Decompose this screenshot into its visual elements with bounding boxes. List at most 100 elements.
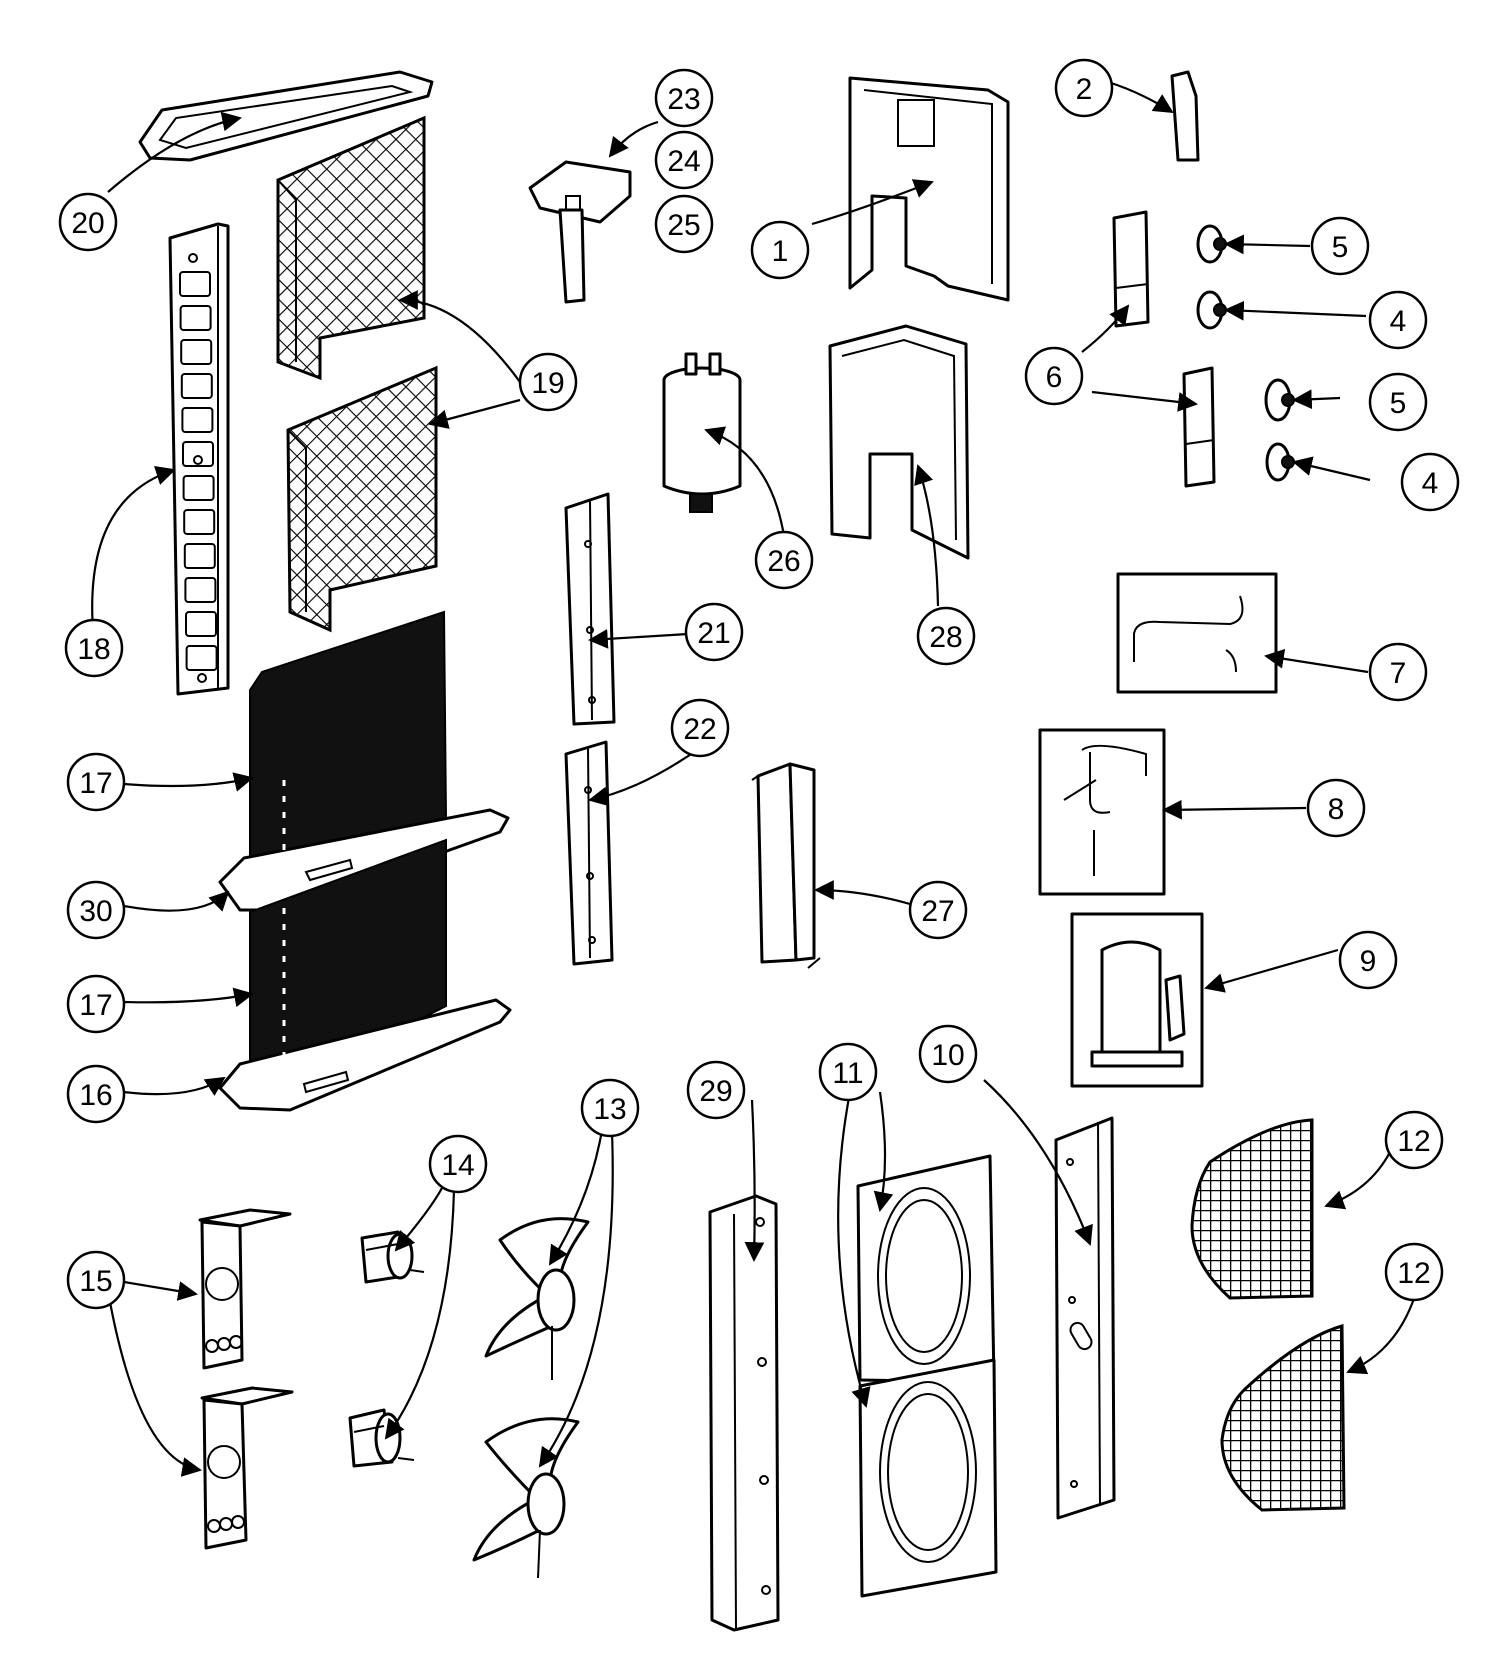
control-bracket-part: [528, 160, 632, 304]
service-valve-lower-4-part: [1265, 442, 1295, 482]
motor-mount-bracket-upper-part: [198, 1208, 292, 1370]
svg-text:2: 2: [1076, 73, 1093, 106]
fan-blade-upper-part: [484, 1217, 590, 1380]
callout-28: 28: [916, 606, 976, 666]
svg-text:17: 17: [79, 989, 112, 1022]
callout-1: 1: [750, 220, 810, 280]
svg-text:30: 30: [79, 895, 112, 928]
suction-line-assembly-part: [1038, 728, 1166, 896]
left-louvered-panel-part: [168, 222, 230, 696]
svg-text:20: 20: [71, 207, 104, 240]
svg-text:22: 22: [683, 713, 716, 746]
svg-text:17: 17: [79, 767, 112, 800]
upper-partition-panel-part: [848, 76, 1010, 302]
tubing-assembly-part: [1116, 572, 1278, 694]
svg-text:6: 6: [1046, 361, 1063, 394]
louver-slot: [179, 305, 212, 331]
fan-grille-lower-part: [1220, 1324, 1346, 1512]
louver-slot: [185, 645, 218, 671]
callout-7: 7: [1368, 642, 1428, 702]
svg-text:7: 7: [1390, 657, 1407, 690]
callout-17-upper: 17: [66, 752, 126, 812]
louver-slot: [180, 373, 213, 399]
wire-mesh-guard-lower-part: [286, 365, 438, 633]
fan-orifice-panel-lower-part: [858, 1358, 998, 1598]
service-valve-upper-5-part: [1196, 224, 1227, 264]
callout-18: 18: [64, 618, 124, 678]
run-capacitor-part: [662, 352, 742, 513]
louver-slot: [185, 611, 217, 637]
svg-text:5: 5: [1332, 231, 1349, 264]
channel-support-bracket-part: [751, 762, 821, 969]
service-valve-lower-5-part: [1264, 378, 1295, 422]
lower-partition-panel-part: [828, 324, 970, 560]
callout-8: 8: [1306, 778, 1366, 838]
svg-text:24: 24: [667, 145, 700, 178]
svg-text:29: 29: [699, 1075, 732, 1108]
callout-25: 25: [654, 194, 714, 254]
svg-text:25: 25: [667, 209, 700, 242]
service-valve-upper-4-part: [1196, 290, 1227, 330]
callout-22: 22: [670, 698, 730, 758]
svg-text:28: 28: [929, 621, 962, 654]
callout-4-upper: 4: [1368, 290, 1428, 350]
callout-5-lower: 5: [1368, 372, 1428, 432]
svg-text:1: 1: [772, 235, 789, 268]
louver-slot: [183, 543, 216, 569]
callout-12-lower: 12: [1384, 1242, 1444, 1302]
callout-26: 26: [754, 530, 814, 590]
callout-17-lower: 17: [66, 974, 126, 1034]
svg-text:14: 14: [441, 1149, 474, 1182]
svg-text:12: 12: [1397, 1257, 1430, 1290]
motor-mount-bracket-lower-part: [200, 1386, 294, 1550]
relay-plate-lower-part: [1182, 366, 1216, 488]
tall-corner-post-part: [708, 1194, 780, 1632]
louver-slot: [184, 577, 217, 603]
svg-text:5: 5: [1390, 387, 1407, 420]
compressor-part: [1070, 912, 1204, 1088]
louver-slot: [182, 475, 215, 501]
callout-6: 6: [1024, 346, 1084, 406]
fan-blade-lower-part: [472, 1417, 580, 1579]
callout-4-lower: 4: [1400, 452, 1460, 512]
pressure-switch-part: [1170, 70, 1200, 162]
louver-slot: [183, 509, 216, 535]
svg-text:23: 23: [667, 83, 700, 116]
callout-2: 2: [1054, 58, 1114, 118]
corner-post-upper-part: [564, 492, 616, 726]
leader-lines: [91, 80, 1420, 1477]
fan-motor-lower-part: [348, 1408, 415, 1468]
corner-post-lower-part: [564, 740, 614, 966]
fan-orifice-panel-upper-part: [856, 1154, 996, 1384]
louver-slot: [180, 339, 213, 365]
svg-text:19: 19: [531, 367, 564, 400]
callout-19: 19: [518, 352, 578, 412]
center-mounting-panel-part: [1054, 1116, 1116, 1520]
callout-23: 23: [654, 68, 714, 128]
callout-13: 13: [580, 1078, 640, 1138]
callout-24: 24: [654, 130, 714, 190]
callout-16: 16: [66, 1064, 126, 1124]
callout-21: 21: [684, 602, 744, 662]
svg-text:27: 27: [921, 895, 954, 928]
callout-11: 11: [818, 1042, 878, 1102]
louver-slot: [181, 407, 214, 433]
svg-text:4: 4: [1390, 305, 1407, 338]
svg-text:10: 10: [931, 1039, 964, 1072]
callout-27: 27: [908, 880, 968, 940]
callout-14: 14: [428, 1134, 488, 1194]
callout-30: 30: [66, 880, 126, 940]
top-cover-part: [138, 70, 434, 162]
svg-text:12: 12: [1397, 1125, 1430, 1158]
fan-grille-upper-part: [1190, 1118, 1314, 1300]
callout-9: 9: [1338, 930, 1398, 990]
svg-text:9: 9: [1360, 945, 1377, 978]
svg-text:4: 4: [1422, 467, 1439, 500]
svg-text:26: 26: [767, 545, 800, 578]
callout-20: 20: [58, 192, 118, 252]
callout-29: 29: [686, 1060, 746, 1120]
callout-15: 15: [66, 1250, 126, 1310]
svg-text:21: 21: [697, 617, 730, 650]
louver-slot: [182, 441, 214, 467]
